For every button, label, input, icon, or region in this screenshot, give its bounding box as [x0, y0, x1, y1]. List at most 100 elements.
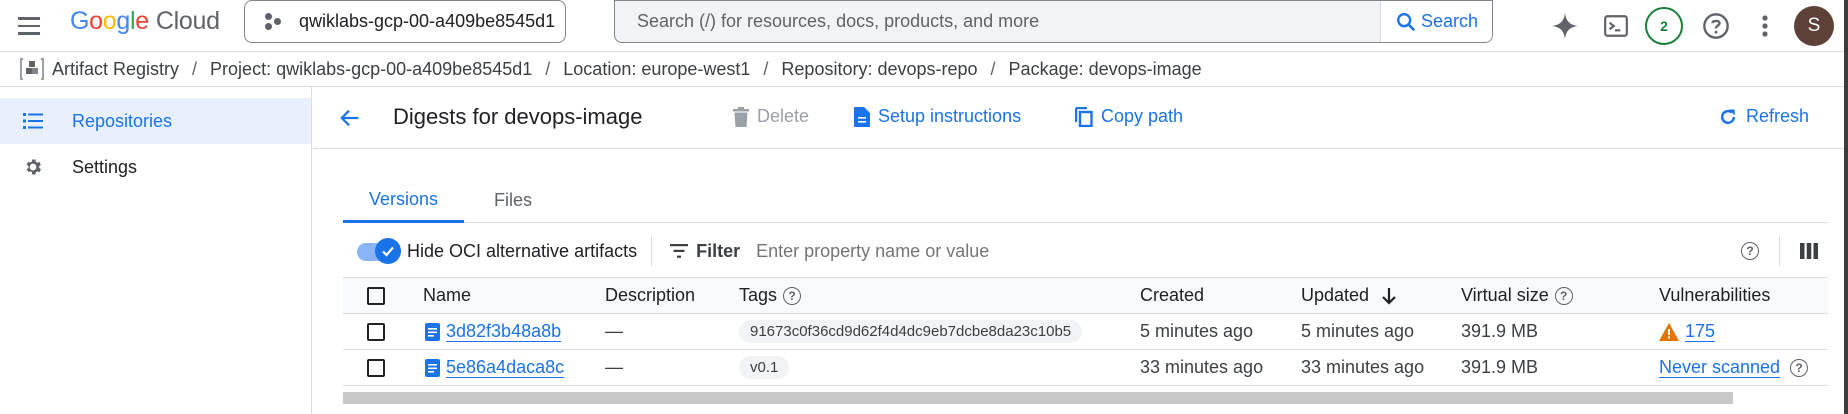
sidebar-item-repositories[interactable]: Repositories: [0, 98, 311, 144]
setup-instructions-button[interactable]: Setup instructions: [854, 106, 1021, 127]
description-cell: —: [605, 357, 623, 377]
gemini-sparkle-icon[interactable]: [1545, 6, 1585, 46]
created-cell: 5 minutes ago: [1140, 321, 1254, 341]
column-label: Updated: [1301, 285, 1370, 305]
breadcrumb-artifact-registry[interactable]: Artifact Registry: [52, 58, 180, 79]
digests-table: Name Description Tags? Created Updated V…: [343, 277, 1828, 386]
filter-icon: [670, 244, 689, 258]
breadcrumb-project[interactable]: Project: qwiklabs-gcp-00-a409be8545d1: [210, 58, 533, 79]
column-label: Tags: [739, 285, 778, 305]
breadcrumb-separator: /: [990, 58, 996, 79]
column-header-updated[interactable]: Updated: [1301, 278, 1397, 313]
notifications-count: 2: [1645, 7, 1683, 45]
breadcrumb-separator: /: [192, 58, 198, 79]
document-icon: [425, 358, 440, 377]
help-icon[interactable]: ?: [1790, 358, 1809, 377]
search-input[interactable]: Search (/) for resources, docs, products…: [637, 11, 1040, 31]
divider: [651, 236, 653, 266]
size-cell: 391.9 MB: [1461, 357, 1539, 377]
artifact-registry-icon: [20, 58, 44, 80]
divider: [1779, 236, 1780, 266]
delete-label: Delete: [757, 106, 810, 126]
breadcrumb-separator: /: [763, 58, 769, 79]
refresh-icon: [1720, 109, 1736, 124]
created-cell: 33 minutes ago: [1140, 357, 1264, 377]
help-icon[interactable]: [1696, 6, 1736, 46]
notifications-button[interactable]: 2: [1644, 6, 1684, 46]
tab-files[interactable]: Files: [493, 190, 532, 210]
help-icon[interactable]: ?: [1554, 286, 1573, 305]
project-picker[interactable]: qwiklabs-gcp-00-a409be8545d1: [244, 0, 566, 43]
project-picker-label: qwiklabs-gcp-00-a409be8545d1: [299, 11, 556, 31]
trash-icon: [733, 106, 749, 127]
copy-icon: [1075, 106, 1093, 127]
setup-instructions-label: Setup instructions: [878, 106, 1022, 126]
select-all-checkbox[interactable]: [367, 286, 385, 305]
tag-chip[interactable]: v0.1: [739, 356, 790, 379]
help-icon[interactable]: ?: [783, 286, 802, 305]
column-label: Description: [605, 285, 696, 305]
toggle-check-icon: [375, 238, 401, 264]
column-header-name[interactable]: Name: [423, 278, 471, 313]
tab-versions[interactable]: Versions: [343, 178, 464, 223]
column-header-tags[interactable]: Tags?: [739, 278, 802, 313]
account-button[interactable]: S: [1794, 6, 1834, 46]
copy-path-label: Copy path: [1101, 106, 1184, 126]
sort-descending-icon: [1382, 287, 1396, 305]
column-label: Created: [1140, 285, 1205, 305]
more-vert-icon[interactable]: [1745, 6, 1785, 46]
search-bar[interactable]: Search (/) for resources, docs, products…: [614, 0, 1493, 43]
breadcrumb-location[interactable]: Location: europe-west1: [563, 58, 751, 79]
filter-label: Filter: [696, 240, 741, 261]
breadcrumb: Artifact Registry / Project: qwiklabs-gc…: [0, 51, 1844, 87]
back-arrow-icon[interactable]: [335, 103, 365, 133]
refresh-button[interactable]: Refresh: [1718, 106, 1809, 127]
menu-icon[interactable]: [14, 11, 44, 41]
updated-cell: 33 minutes ago: [1301, 357, 1425, 377]
hide-oci-toggle[interactable]: [357, 238, 401, 264]
document-icon: [854, 106, 870, 127]
main-content: Digests for devops-image Delete Setup in…: [313, 87, 1844, 414]
column-header-virtual-size[interactable]: Virtual size?: [1461, 278, 1573, 313]
table-toolbar: Hide OCI alternative artifacts Filter ?: [343, 235, 1828, 267]
document-icon: [425, 322, 440, 341]
vulnerabilities-link[interactable]: 175: [1685, 321, 1716, 341]
filter-button[interactable]: Filter: [670, 241, 740, 262]
delete-button[interactable]: Delete: [733, 106, 809, 127]
horizontal-scrollbar[interactable]: [343, 392, 1733, 404]
sidebar-item-settings[interactable]: Settings: [0, 144, 311, 190]
column-display-icon[interactable]: [1800, 243, 1818, 259]
toolbar-right: ?: [1741, 235, 1828, 267]
filter-input[interactable]: [756, 240, 1357, 262]
row-checkbox[interactable]: [367, 322, 385, 341]
breadcrumb-package[interactable]: Package: devops-image: [1008, 58, 1202, 79]
column-header-vulnerabilities[interactable]: Vulnerabilities: [1659, 278, 1770, 313]
updated-cell: 5 minutes ago: [1301, 321, 1415, 341]
search-icon: [1396, 12, 1416, 31]
tag-chip[interactable]: 91673c0f36cd9d62f4d4dc9eb7dcbe8da23c10b5: [739, 320, 1083, 343]
column-label: Name: [423, 285, 472, 305]
column-label: Vulnerabilities: [1659, 285, 1771, 305]
column-header-description[interactable]: Description: [605, 278, 695, 313]
column-header-created[interactable]: Created: [1140, 278, 1204, 313]
never-scanned-link[interactable]: Never scanned: [1659, 357, 1781, 377]
cloud-shell-icon[interactable]: [1596, 6, 1636, 46]
hide-oci-label: Hide OCI alternative artifacts: [407, 240, 638, 261]
table-row: 3d82f3b48a8b — 91673c0f36cd9d62f4d4dc9eb…: [343, 314, 1828, 350]
avatar: S: [1794, 6, 1834, 46]
tab-bar: Versions Files: [343, 178, 1828, 223]
digest-link[interactable]: 3d82f3b48a8b: [446, 321, 562, 341]
search-button[interactable]: Search: [1380, 1, 1492, 42]
action-bar: Digests for devops-image Delete Setup in…: [313, 87, 1844, 149]
breadcrumb-repository[interactable]: Repository: devops-repo: [781, 58, 978, 79]
row-checkbox[interactable]: [367, 358, 385, 377]
sidebar-item-label: Settings: [72, 156, 138, 177]
digest-link[interactable]: 5e86a4daca8c: [446, 357, 565, 377]
description-cell: —: [605, 321, 623, 341]
copy-path-button[interactable]: Copy path: [1075, 106, 1183, 127]
help-icon[interactable]: ?: [1741, 242, 1759, 260]
table-header: Name Description Tags? Created Updated V…: [343, 277, 1828, 314]
column-label: Virtual size: [1461, 285, 1549, 305]
